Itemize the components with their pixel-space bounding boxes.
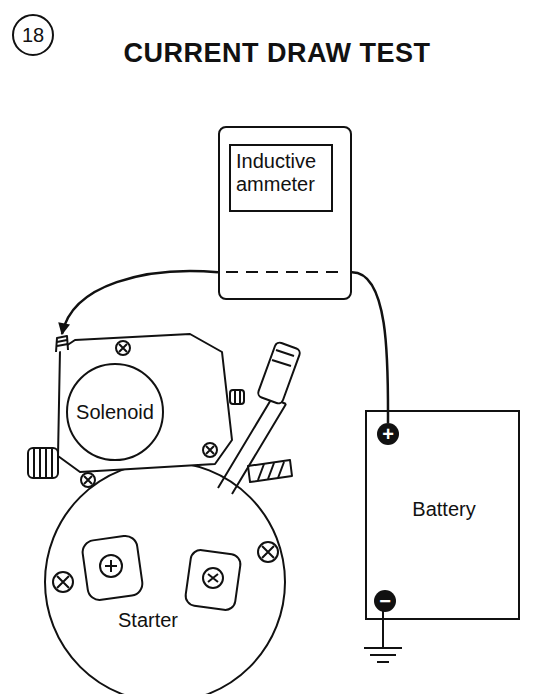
- stud-thread: [57, 340, 68, 346]
- display-window: Inductive ammeter: [229, 144, 333, 212]
- screw: [81, 473, 95, 487]
- title: CURRENT DRAW TEST: [0, 38, 554, 69]
- screw: [203, 443, 217, 457]
- knurl: [34, 448, 52, 478]
- negative-terminal: −: [374, 590, 396, 612]
- battery-box: Battery + −: [365, 410, 520, 620]
- terminal-stud: [230, 390, 244, 404]
- node-text: −: [379, 591, 391, 611]
- plug-ribs: [272, 350, 294, 366]
- terminal-stud: [56, 336, 68, 352]
- solenoid-label-area: Solenoid: [50, 334, 235, 466]
- bolt-mark: [208, 574, 218, 582]
- terminal-pad: [184, 549, 241, 611]
- node-text: Starter: [116, 609, 180, 632]
- ammeter-box: Inductive ammeter: [218, 126, 352, 300]
- bracket: [248, 460, 292, 482]
- starter-housing: [45, 462, 285, 694]
- node-text: Solenoid: [74, 401, 156, 424]
- screw-mark: [206, 446, 214, 454]
- screw-mark: [84, 476, 92, 484]
- stud-thread: [235, 390, 240, 404]
- solenoid-cap: [67, 364, 163, 460]
- terminal-bolt: [100, 555, 122, 577]
- terminal-bolt: [203, 568, 223, 588]
- mount-ear: [53, 572, 73, 592]
- node-text: Inductive ammeter: [236, 150, 326, 196]
- terminal-pad: [81, 534, 144, 601]
- positive-terminal: +: [377, 423, 399, 445]
- screw-mark: [57, 576, 69, 588]
- node-text: +: [382, 424, 394, 444]
- battery-cable: [352, 272, 388, 423]
- node-text: 18: [22, 24, 44, 47]
- clamp-mark: [226, 271, 338, 273]
- starter-label-area: Starter: [47, 462, 283, 694]
- callout-number: 18: [12, 14, 54, 56]
- solenoid-knob: [28, 448, 58, 478]
- solenoid-body: [58, 334, 232, 472]
- screw: [116, 341, 130, 355]
- screw-mark: [262, 546, 274, 558]
- node-text: Battery: [412, 498, 475, 521]
- mount-ear: [258, 542, 278, 562]
- cable: [218, 398, 286, 494]
- bolt-mark: [105, 560, 117, 572]
- bracket-hatch: [258, 462, 284, 480]
- connector-plug: [257, 341, 301, 404]
- screw-mark: [119, 344, 127, 352]
- battery-cable: [62, 271, 218, 334]
